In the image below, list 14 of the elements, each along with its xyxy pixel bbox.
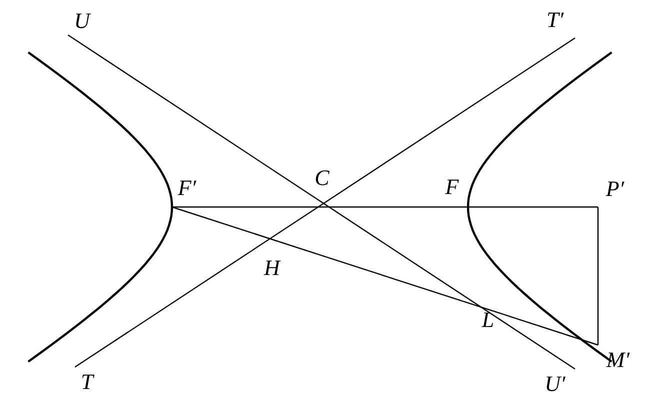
point-label: F [440,172,464,202]
line-segment [172,206,598,346]
line-segment [172,206,598,208]
point-label: T [75,367,99,397]
point-label: U [68,6,96,35]
point-label: H [260,253,284,283]
point-label: C [309,163,335,193]
line-segment [597,207,599,345]
point-label: F′ [172,168,202,207]
point-label: M′ [598,345,638,375]
point-label: L [476,305,500,335]
point-label: U′ [535,369,575,399]
point-label: T′ [535,2,575,38]
point-label: P′ [598,170,632,207]
